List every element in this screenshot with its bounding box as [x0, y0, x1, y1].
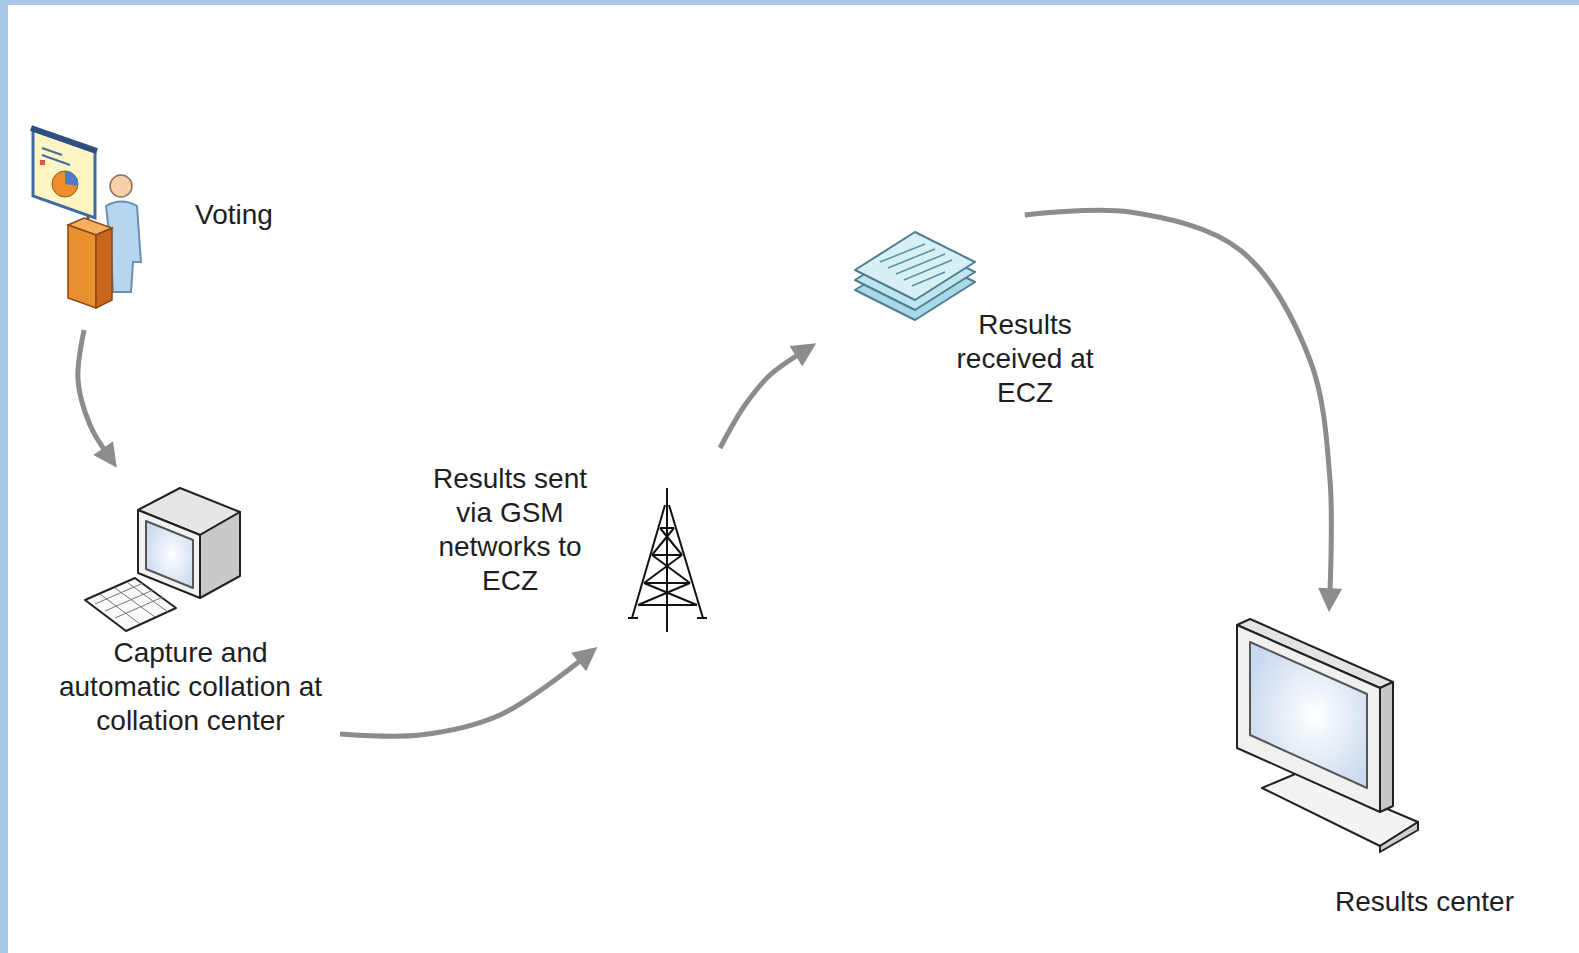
diagram-node: Results received at ECZ: [850, 225, 1109, 414]
node-label: Results center: [1335, 885, 1514, 919]
diagram-node: Results sent via GSM networks to ECZ: [420, 460, 710, 640]
node-label: Voting: [195, 198, 273, 232]
node-label: Capture and automatic collation at colla…: [53, 636, 328, 738]
node-label: Results received at ECZ: [945, 308, 1105, 410]
flow-arrow: [1025, 210, 1332, 593]
computer-icon: [85, 488, 240, 631]
diagram-node: Capture and automatic collation at colla…: [45, 485, 335, 742]
diagram-node: Results center: [1230, 615, 1530, 923]
diagram-node: Voting: [25, 120, 295, 315]
node-label: Results sent via GSM networks to ECZ: [425, 462, 595, 598]
voting-icon: [31, 128, 141, 308]
flow-arrow: [78, 330, 106, 452]
documents-icon: [855, 232, 975, 320]
flow-arrow: [720, 354, 800, 448]
flow-arrow: [340, 659, 582, 736]
gsm-tower-icon: [628, 488, 707, 632]
monitor-icon: [1237, 619, 1418, 852]
